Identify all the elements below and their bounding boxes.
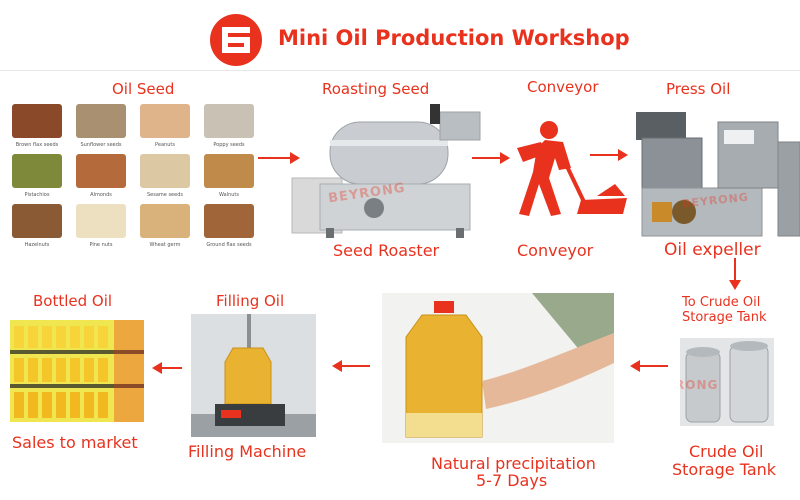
seed-label: Pine nuts (89, 242, 113, 248)
step-caption-bottled: Sales to market (12, 433, 138, 452)
step-caption-filling: Filling Machine (188, 442, 307, 461)
arrow-down-icon (729, 258, 741, 290)
seed-sunflower (76, 104, 126, 138)
brand-logo-svg (210, 14, 262, 66)
arrow-right-icon (590, 149, 628, 161)
oil-seed-grid: Brown flax seeds Sunflower seeds Peanuts… (10, 104, 256, 250)
seed-label: Ground flax seeds (206, 242, 252, 248)
seed-wheat-germ (140, 204, 190, 238)
seed-roaster-image: BEYRONG (290, 100, 490, 240)
seed-label: Pistachios (24, 192, 50, 198)
step-caption-crude-tank-2: Storage Tank (672, 460, 777, 479)
seed-label: Peanuts (155, 142, 175, 148)
seed-peanuts (140, 104, 190, 138)
step-label-filling: Filling Oil (216, 292, 285, 310)
oil-precipitation-image (382, 293, 614, 443)
bottled-oil-svg (10, 320, 144, 422)
step-caption-precipitation-1: Natural precipitation (431, 454, 596, 473)
step-caption-press: Oil expeller (664, 240, 761, 260)
filling-machine-image (191, 314, 316, 437)
oil-expeller-svg (636, 112, 800, 237)
seed-ground-flax (204, 204, 254, 238)
seed-roaster-svg (291, 104, 481, 238)
step-label-press: Press Oil (666, 80, 731, 98)
conveyor-worker-svg (517, 121, 627, 216)
seed-label: Brown flax seeds (15, 142, 59, 148)
header-divider (0, 70, 800, 71)
arrow-right-icon (472, 152, 510, 164)
seed-walnuts (204, 154, 254, 188)
step-caption-conveyor: Conveyor (517, 241, 594, 260)
step-label-roasting: Roasting Seed (322, 80, 430, 98)
seed-brown-flax (12, 104, 62, 138)
brand-logo-icon (208, 12, 264, 68)
conveyor-worker-icon (505, 118, 630, 226)
step-caption-crude-tank-1: Crude Oil (689, 442, 764, 461)
crude-oil-tank-svg (680, 338, 774, 426)
seed-label: Walnuts (219, 192, 239, 198)
page-title: Mini Oil Production Workshop (278, 26, 630, 50)
seed-sesame (140, 154, 190, 188)
step-label-to-crude-tank-2: Storage Tank (682, 310, 767, 325)
bottled-oil-image (10, 320, 144, 422)
step-label-to-crude-tank-1: To Crude Oil (682, 295, 761, 310)
seed-pistachios (12, 154, 62, 188)
seed-label: Sunflower seeds (80, 142, 122, 148)
seed-label: Sesame seeds (147, 192, 183, 198)
step-label-oil-seed: Oil Seed (112, 80, 175, 98)
arrow-left-icon (152, 362, 182, 374)
step-label-conveyor: Conveyor (527, 78, 599, 96)
filling-machine-svg (191, 314, 316, 437)
seed-label: Hazelnuts (24, 242, 50, 248)
step-label-bottled: Bottled Oil (33, 292, 113, 310)
seed-label: Wheat germ (149, 242, 181, 248)
crude-oil-tank-image: BEYRONG (680, 338, 774, 426)
seed-label: Almonds (90, 192, 112, 198)
seed-pine-nuts (76, 204, 126, 238)
arrow-left-icon (332, 360, 370, 372)
oil-expeller-image: BEYRONG (628, 102, 800, 240)
arrow-left-icon (630, 360, 668, 372)
step-caption-precipitation-2: 5-7 Days (476, 471, 548, 490)
seed-label: Poppy seeds (213, 142, 245, 148)
watermark-text: BEYRONG (680, 378, 719, 392)
seed-hazelnuts (12, 204, 62, 238)
step-caption-roasting: Seed Roaster (333, 241, 440, 260)
arrow-right-icon (258, 152, 300, 164)
seed-almonds (76, 154, 126, 188)
seed-poppy (204, 104, 254, 138)
oil-precipitation-svg (382, 293, 614, 443)
